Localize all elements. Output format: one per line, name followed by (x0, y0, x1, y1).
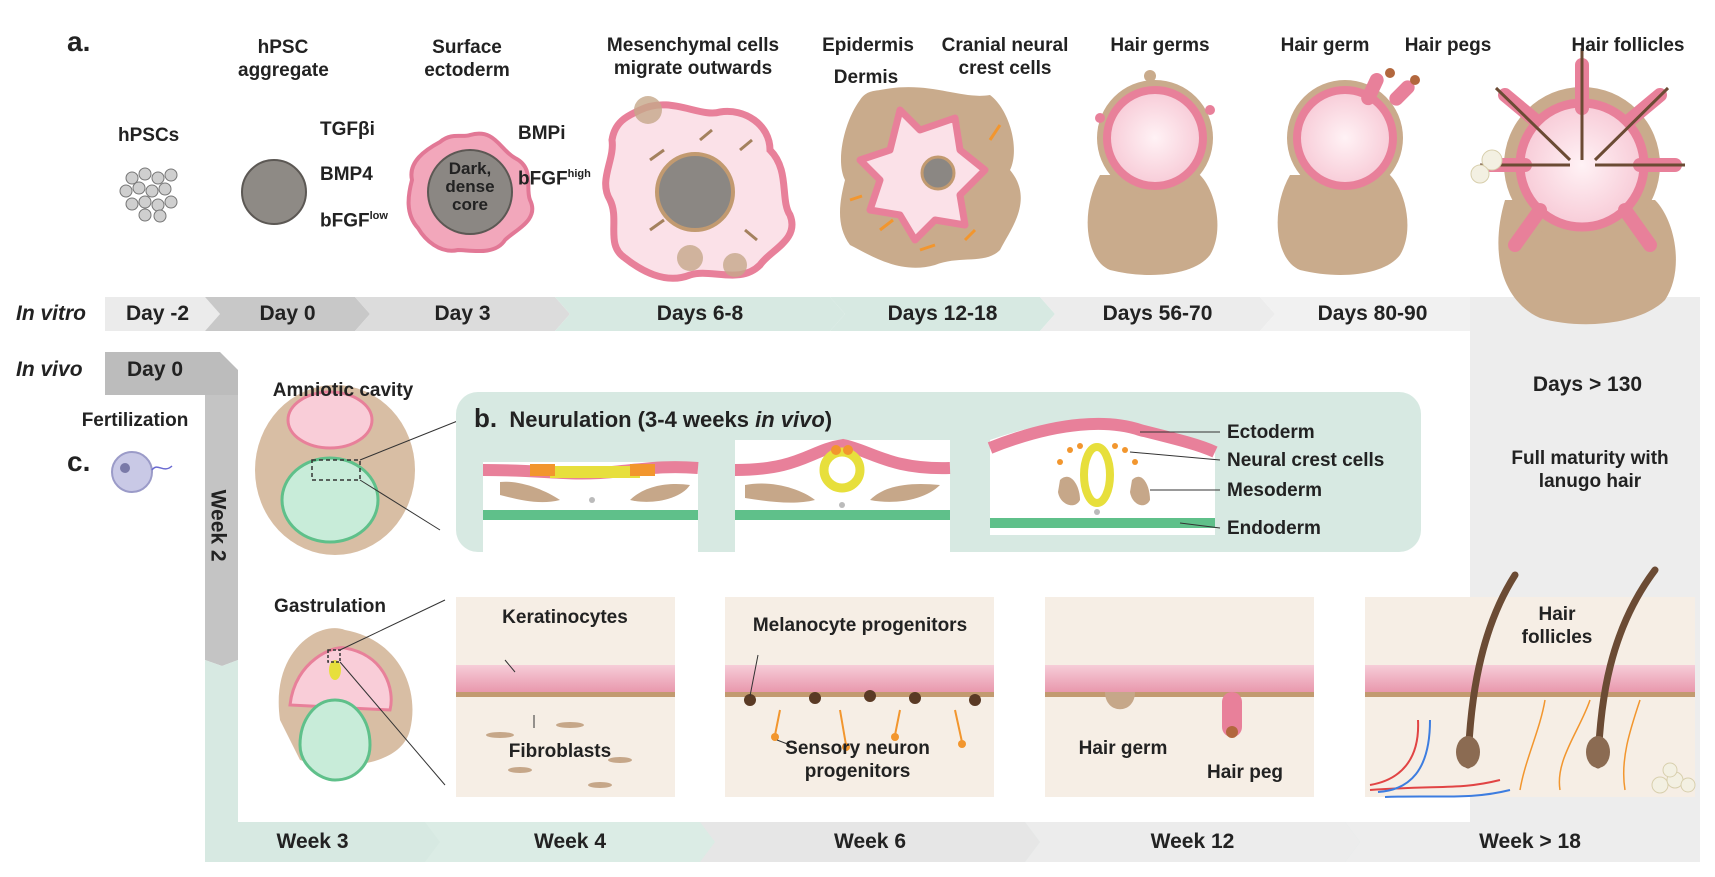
week3: Week 3 (276, 830, 349, 853)
mesenchymal-aggregate (602, 96, 796, 282)
final-day-label: Days > 130 (1532, 373, 1643, 396)
keratinocytes-label: Keratinocytes (502, 607, 628, 628)
final-note-label: Full maturity with lanugo hair (1511, 448, 1669, 492)
week6: Week 6 (834, 830, 906, 853)
treatment1-bfgf: bFGF (320, 210, 370, 232)
layer-endoderm: Endoderm (1227, 518, 1321, 539)
hair-peg-organoid (1277, 68, 1420, 275)
days6-8: Days 6-8 (656, 302, 744, 325)
hpscs-label: hPSCs (118, 125, 180, 146)
week18: Week > 18 (1479, 830, 1581, 853)
panel-b-letter: b. (474, 403, 498, 433)
treatment1-line2: BMP4 (320, 164, 373, 186)
gastrulation-embryo (278, 599, 446, 786)
neurulation-stage3 (987, 417, 1218, 535)
fibroblasts-label: Fibroblasts (508, 741, 612, 762)
dermis-label: Dermis (833, 67, 899, 88)
seg-day-minus2 (105, 297, 220, 331)
hpsc-cluster-icon (119, 167, 178, 223)
in-vitro-label: In vitro (16, 302, 87, 325)
surface-ectoderm-aggregate (406, 131, 535, 254)
treatment1-line3: bFGFlow (320, 210, 415, 233)
epidermis-label: Epidermis (822, 35, 914, 56)
hair-peg-tile-label: Hair peg (1206, 762, 1284, 783)
week2-label: Week 2 (206, 489, 230, 562)
gastrulation-label: Gastrulation (274, 596, 386, 617)
days56-70: Days 56-70 (1102, 302, 1213, 325)
mature-hair-follicle-organoid (1470, 48, 1685, 325)
treatment1-line1: TGFβi (320, 118, 375, 140)
seg-day3 (355, 297, 570, 331)
treatment1: TGFβi BMP4 bFGFlow (320, 96, 415, 256)
seg-week18 (1345, 822, 1700, 862)
skin-tile-week18 (1365, 566, 1696, 798)
hair-shafts (1456, 566, 1659, 769)
panel-a-letter: a. (67, 26, 91, 57)
hair-germ-organoid (1087, 70, 1218, 275)
sensory-label: Sensory neuron progenitors (785, 738, 930, 782)
seg-days12-18 (830, 297, 1055, 331)
seg-day0 (205, 297, 370, 331)
hair-follicles-label: Hair follicles (1571, 35, 1685, 56)
seg-week3 (205, 822, 440, 862)
week2-bar (205, 395, 238, 650)
treatment2-line1: BMPi (518, 122, 566, 144)
panel-c-letter: c. (67, 446, 91, 477)
seg-week6 (700, 822, 1040, 862)
hair-germ-tile-label: Hair germ (1078, 738, 1168, 759)
amniotic-embryo (255, 385, 461, 555)
neurulation-title-post: ) (824, 407, 833, 432)
treatment2-sup: high (567, 168, 591, 181)
day0-vitro: Day 0 (259, 302, 316, 325)
seg-days56-70 (1040, 297, 1275, 331)
treatment2-line2: bFGFhigh (518, 168, 623, 191)
days12-18: Days 12-18 (887, 302, 998, 325)
fertilization-cell-icon (111, 451, 173, 493)
neurulation-panel (456, 392, 1421, 562)
neurulation-title-italic: in vivo (755, 407, 825, 432)
in-vivo-label: In vivo (16, 358, 83, 381)
dermis-aggregate (840, 87, 1021, 268)
day-minus2: Day -2 (125, 302, 190, 325)
day3: Day 3 (434, 302, 491, 325)
skin-tile-week4 (456, 597, 675, 797)
hair-germ-label: Hair germ (1280, 35, 1370, 56)
layer-mesoderm: Mesoderm (1227, 480, 1323, 501)
treatment2-bfgf: bFGF (518, 168, 568, 190)
hair-follicles-tile-label: Hair follicles (1521, 604, 1593, 648)
aggregate-label: hPSC aggregate (238, 37, 329, 81)
treatment2: BMPi bFGFhigh (518, 100, 623, 214)
treatment1-sup: low (369, 209, 388, 222)
melanocyte-label: Melanocyte progenitors (752, 615, 968, 636)
skin-tile-week12 (1045, 597, 1314, 797)
seg-week4 (425, 822, 715, 862)
cranial-neural-crest-label: Cranial neural crest cells (941, 35, 1069, 79)
week12: Week 12 (1150, 830, 1235, 853)
in-vivo-day0-tab (105, 352, 238, 395)
layer-ectoderm: Ectoderm (1227, 422, 1315, 443)
surface-ectoderm-label: Surface ectoderm (424, 37, 510, 81)
neurulation-title: b. Neurulation (3-4 weeks in vivo) (474, 403, 832, 434)
neurulation-stage2 (734, 438, 951, 560)
seg-days80-90 (1260, 297, 1485, 331)
amniotic-label: Amniotic cavity (272, 380, 414, 401)
days80-90: Days 80-90 (1317, 302, 1428, 325)
seg-days6-8 (555, 297, 845, 331)
core-label: Dark, dense core (445, 159, 495, 214)
week4: Week 4 (534, 830, 606, 853)
fertilization-label: Fertilization (81, 410, 189, 431)
hpsc-aggregate-sphere (241, 159, 307, 225)
layer-neural-crest: Neural crest cells (1227, 450, 1385, 471)
skin-tile-week6 (725, 597, 994, 797)
mesenchymal-label: Mesenchymal cells migrate outwards (606, 35, 780, 79)
day0-vivo: Day 0 (126, 358, 184, 381)
hair-germs-label: Hair germs (1110, 35, 1210, 56)
hair-pegs-label: Hair pegs (1404, 35, 1492, 56)
seg-week12 (1025, 822, 1360, 862)
neurulation-title-pre: Neurulation (3-4 weeks (509, 407, 756, 432)
neurulation-stage1 (482, 461, 699, 562)
